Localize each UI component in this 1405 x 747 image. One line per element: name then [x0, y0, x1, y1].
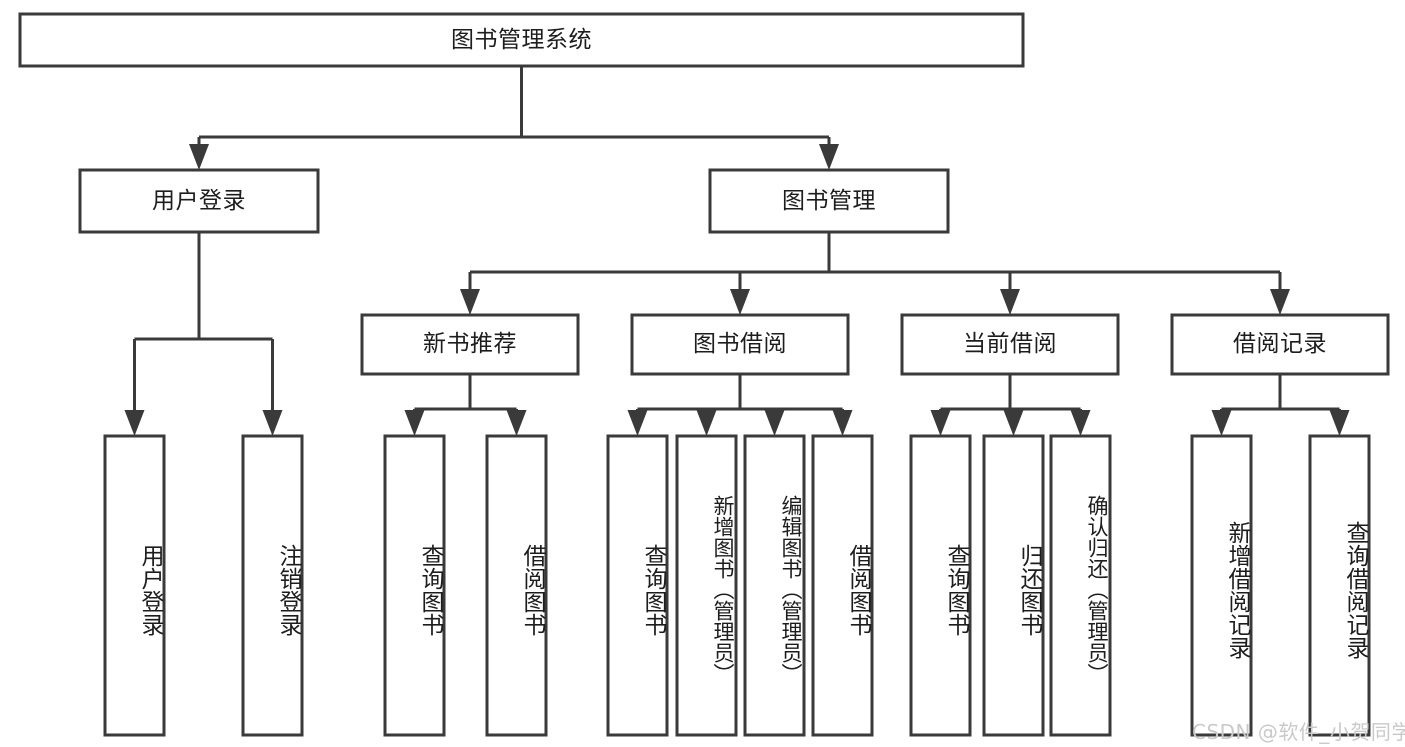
- node-box-current-borrow[interactable]: [900, 313, 1120, 376]
- arrow-head-icon: [832, 410, 853, 436]
- node-box-leaf-query-record[interactable]: [1308, 434, 1371, 737]
- node-box-borrow-record[interactable]: [1170, 313, 1390, 376]
- arrow-head-icon: [930, 410, 951, 436]
- arrow-head-icon: [730, 289, 750, 315]
- arrow-head-icon: [1211, 410, 1232, 436]
- arrow-head-icon: [262, 410, 283, 436]
- arrow-head-icon: [819, 144, 839, 170]
- node-box-book-manage[interactable]: [708, 168, 950, 234]
- node-box-leaf-query-book-3[interactable]: [909, 434, 972, 737]
- node-box-leaf-confirm-return[interactable]: [1049, 434, 1112, 737]
- arrow-head-icon: [404, 410, 425, 436]
- arrow-head-icon: [124, 410, 145, 436]
- node-box-user-login[interactable]: [78, 168, 320, 234]
- node-box-leaf-user-logout[interactable]: [241, 434, 304, 737]
- arrow-head-icon: [627, 410, 648, 436]
- watermark-text: CSDN @软件_小贺同学: [1192, 720, 1405, 744]
- arrow-head-icon: [1000, 289, 1020, 315]
- arrow-head-icon: [189, 144, 209, 170]
- node-box-leaf-borrow-book-2[interactable]: [811, 434, 874, 737]
- arrow-head-icon: [1070, 410, 1091, 436]
- node-box-root[interactable]: [18, 12, 1025, 68]
- boxes-layer: [18, 12, 1390, 737]
- arrow-head-icon: [764, 410, 785, 436]
- arrow-head-icon: [506, 410, 527, 436]
- node-box-leaf-add-book[interactable]: [675, 434, 738, 737]
- connectors-layer: [124, 66, 1350, 436]
- node-box-new-book-recommend[interactable]: [360, 313, 580, 376]
- node-box-leaf-return-book[interactable]: [982, 434, 1045, 737]
- node-box-book-borrow[interactable]: [630, 313, 850, 376]
- node-box-leaf-query-book-1[interactable]: [383, 434, 446, 737]
- node-box-leaf-borrow-book-1[interactable]: [485, 434, 548, 737]
- arrow-head-icon: [1329, 410, 1350, 436]
- node-box-leaf-query-book-2[interactable]: [606, 434, 669, 737]
- arrow-head-icon: [460, 289, 480, 315]
- node-box-leaf-add-record[interactable]: [1190, 434, 1253, 737]
- arrow-head-icon: [1003, 410, 1024, 436]
- node-box-leaf-user-login[interactable]: [103, 434, 166, 737]
- node-box-leaf-edit-book[interactable]: [743, 434, 806, 737]
- arrow-head-icon: [696, 410, 717, 436]
- arrow-head-icon: [1270, 289, 1290, 315]
